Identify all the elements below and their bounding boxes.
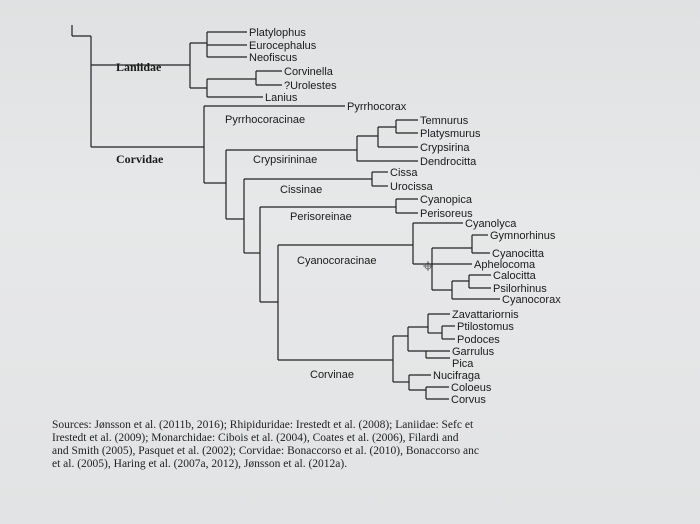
taxon-label: Corvinella xyxy=(284,66,334,78)
taxon-label: Podoces xyxy=(457,334,500,346)
taxon-label: Gymnorhinus xyxy=(490,230,556,242)
taxon-label: Cyanocitta xyxy=(492,248,545,260)
taxon-label: ?Urolestes xyxy=(284,80,337,92)
taxon-label: Ptilostomus xyxy=(457,321,514,333)
taxon-label: Temnurus xyxy=(420,115,469,127)
subfamily-cissinae: Cissinae xyxy=(280,184,322,196)
sources-line: Sources: Jønsson et al. (2011b, 2016); R… xyxy=(52,419,474,431)
subfamily-perisoreinae: Perisoreinae xyxy=(290,211,352,223)
phylogenetic-tree: Laniidae Corvidae Pyrrhocoracinae Crypsi… xyxy=(71,25,561,406)
family-laniidae: Laniidae xyxy=(116,60,162,74)
taxon-label: Garrulus xyxy=(452,346,495,358)
taxon-label: Pica xyxy=(452,358,474,370)
taxon-label: Nucifraga xyxy=(433,370,481,382)
taxon-label: Lanius xyxy=(265,92,298,104)
taxon-label: Eurocephalus xyxy=(249,40,317,52)
taxon-label: Neofiscus xyxy=(249,52,298,64)
taxon-label: Corvus xyxy=(451,394,486,406)
taxon-label: Crypsirina xyxy=(420,142,470,154)
taxon-label: Platylophus xyxy=(249,27,306,39)
taxon-label: Calocitta xyxy=(493,270,537,282)
taxon-label: Cyanopica xyxy=(420,194,473,206)
node-marker-icon xyxy=(423,261,433,271)
taxon-label: Dendrocitta xyxy=(420,156,477,168)
taxon-label: Cyanolyca xyxy=(465,218,517,230)
sources-line: et al. (2005), Haring et al. (2007a, 201… xyxy=(52,458,348,470)
subfamily-corvinae: Corvinae xyxy=(310,369,354,381)
taxon-label: Zavattariornis xyxy=(452,309,519,321)
taxon-label: Cissa xyxy=(390,167,418,179)
taxon-label: Psilorhinus xyxy=(493,283,547,295)
taxon-label: Cyanocorax xyxy=(502,294,561,306)
sources-caption: Sources: Jønsson et al. (2011b, 2016); R… xyxy=(52,419,652,471)
taxon-label: Pyrrhocorax xyxy=(347,101,407,113)
subfamily-pyrrhocoracinae: Pyrrhocoracinae xyxy=(225,114,305,126)
family-corvidae: Corvidae xyxy=(116,152,164,166)
sources-line: Irestedt et al. (2009); Monarchidae: Cib… xyxy=(52,432,459,444)
subfamily-cyanocoracinae: Cyanocoracinae xyxy=(297,255,377,267)
taxon-label: Aphelocoma xyxy=(474,259,536,271)
taxon-label: Platysmurus xyxy=(420,128,481,140)
taxon-label: Urocissa xyxy=(390,181,434,193)
taxon-label: Coloeus xyxy=(451,382,492,394)
sources-line: and Smith (2005), Pasquet et al. (2002);… xyxy=(52,445,479,457)
taxon-label: Perisoreus xyxy=(420,208,473,220)
subfamily-crypsirininae: Crypsirininae xyxy=(253,154,317,166)
